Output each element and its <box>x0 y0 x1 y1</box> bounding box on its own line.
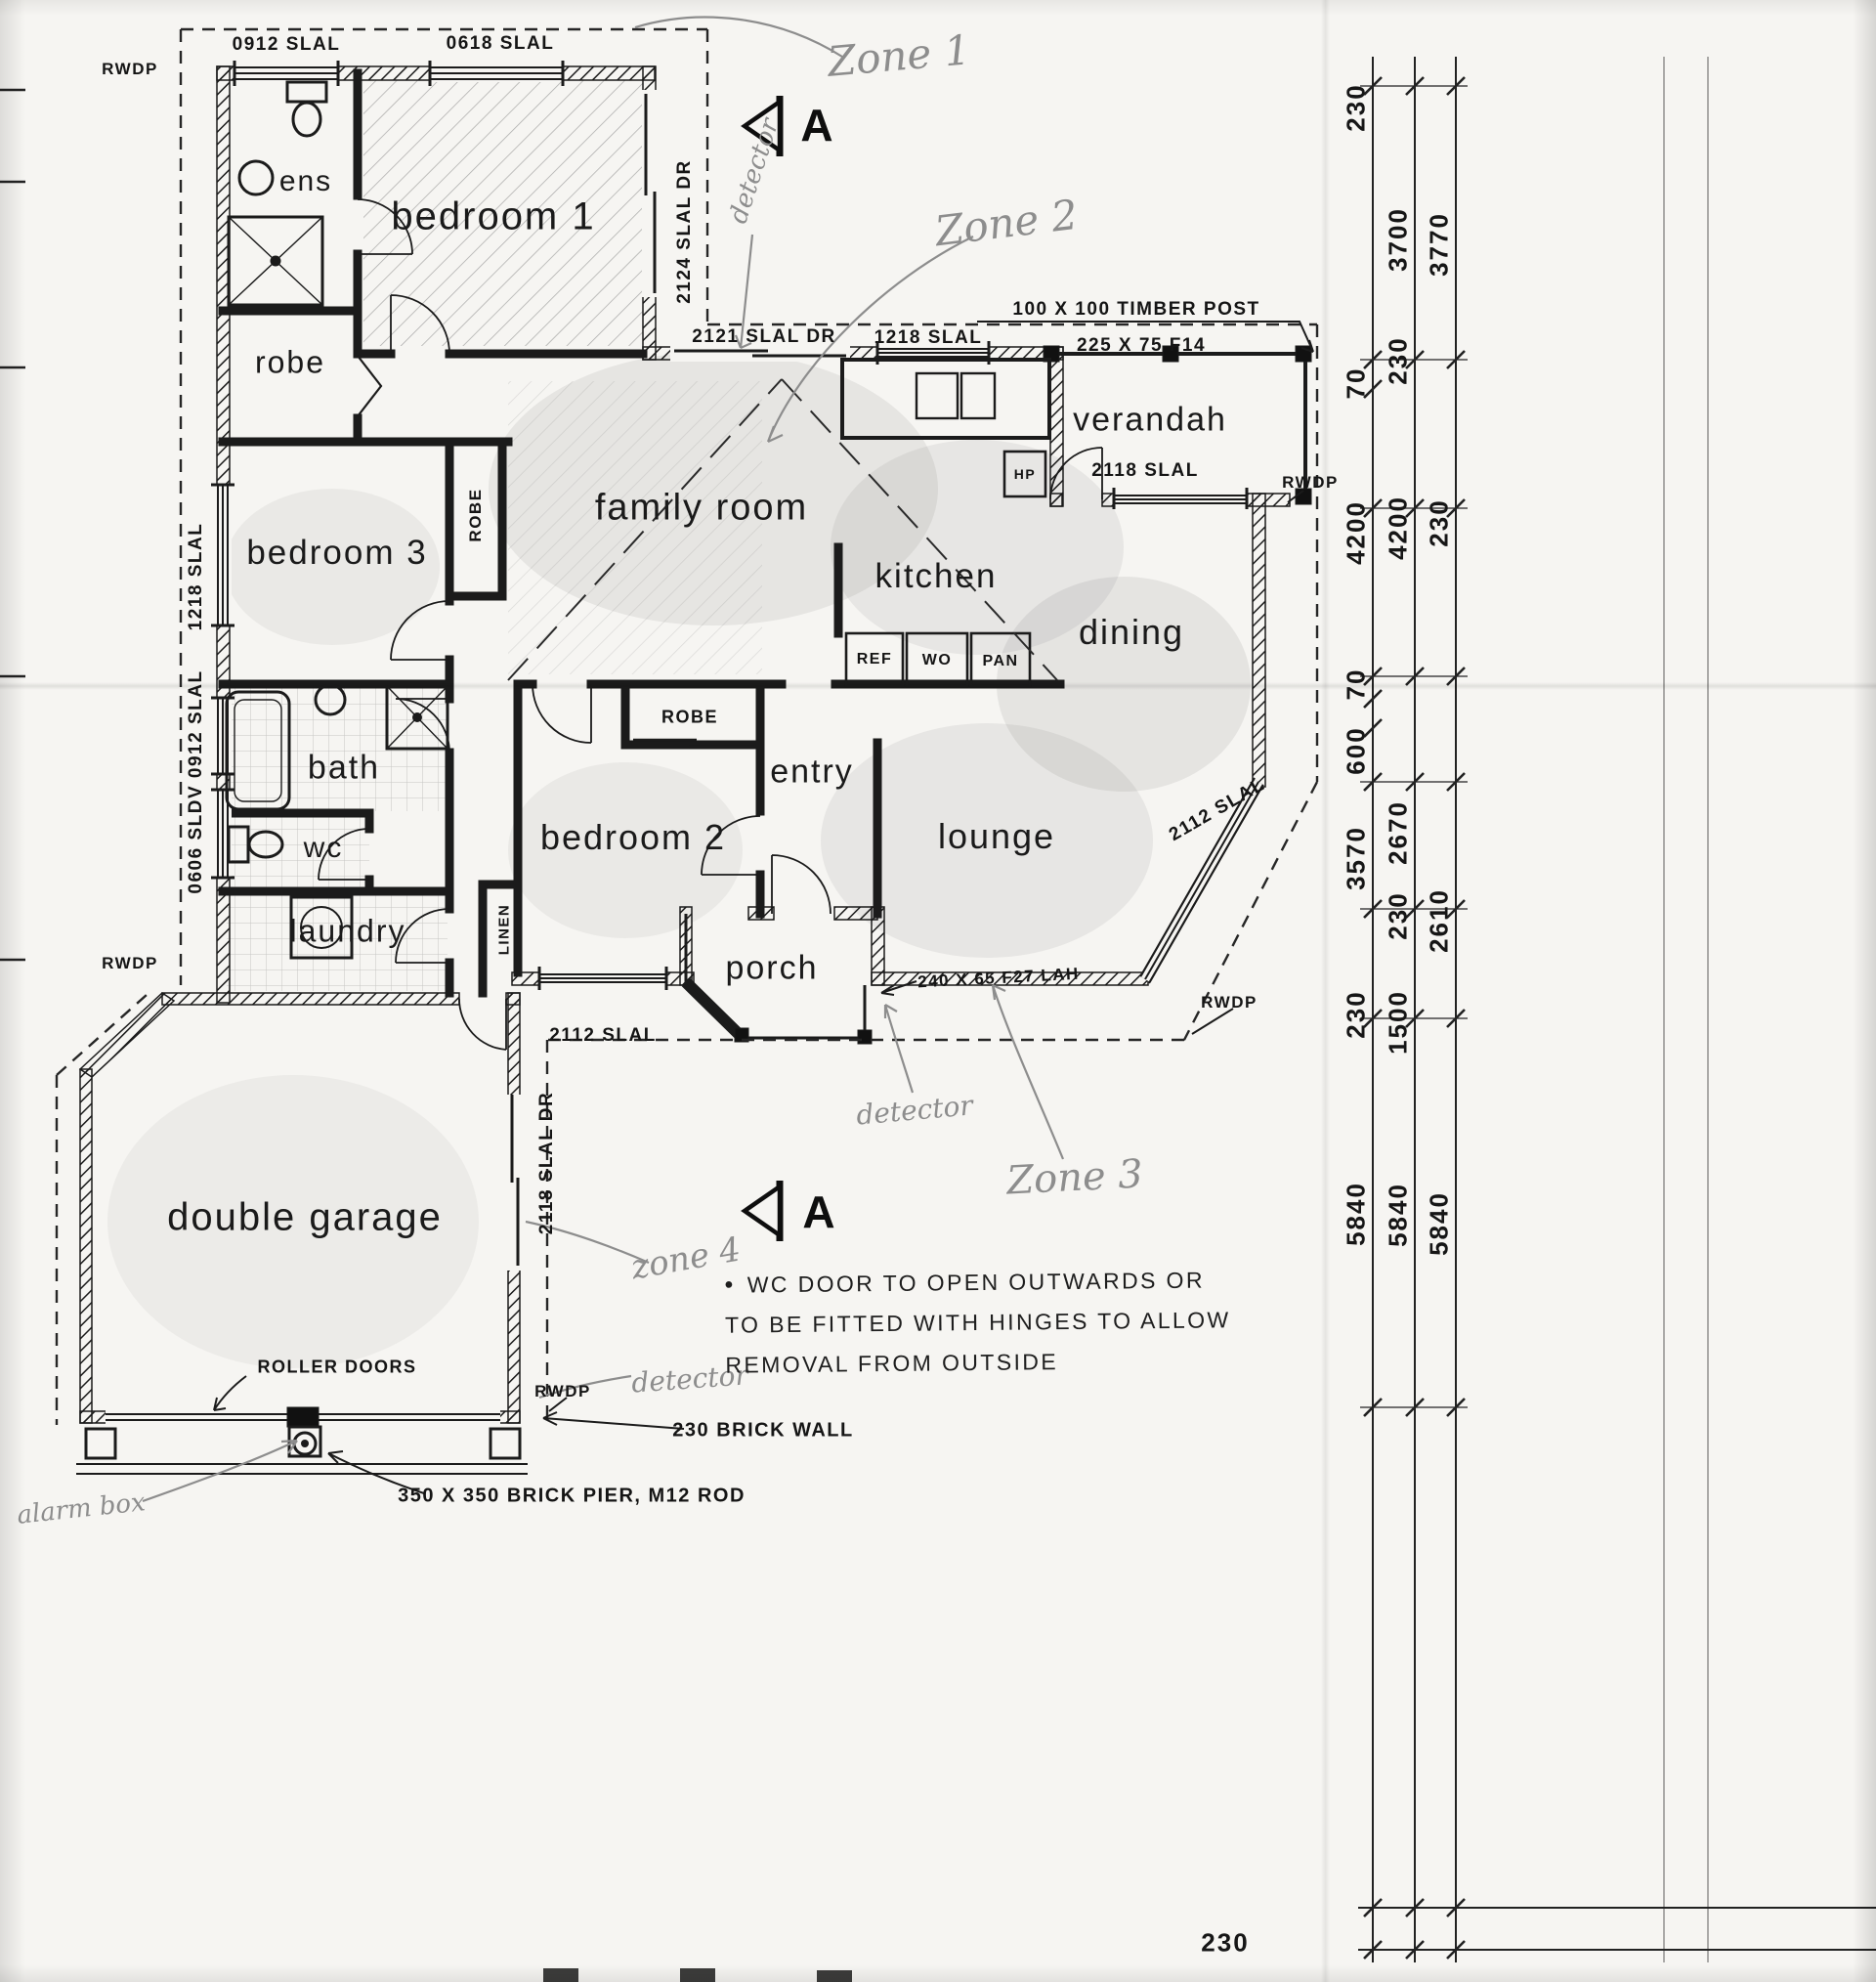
dims-label-230-7: 230 <box>1424 498 1454 547</box>
verandah-structure <box>684 345 1312 1045</box>
note-line-3: REMOVAL FROM OUTSIDE <box>725 1349 1059 1378</box>
dims-label-2610-13: 2610 <box>1424 888 1454 953</box>
schedule-label-rwdp-23: RWDP <box>102 954 158 972</box>
schedule-label-2118-slal-7: 2118 SLAL <box>1091 460 1199 481</box>
schedule-label-2118-slal-dr-12: 2118 SLAL DR <box>536 1091 557 1235</box>
ink-leaders <box>213 321 1314 1494</box>
rooms-label-verandah-6: verandah <box>1073 401 1227 439</box>
rooms-label-bath-8: bath <box>307 749 381 787</box>
dims-label-5840-16: 5840 <box>1341 1182 1371 1246</box>
rooms-label-bedroom-1-1: bedroom 1 <box>391 194 596 238</box>
dims-label-230-14: 230 <box>1341 990 1371 1039</box>
door-swings <box>318 198 1103 1051</box>
hand-label-zone-2-1: Zone 2 <box>932 190 1081 256</box>
schedule-label-2112-slal-10: 2112 SLAL <box>1166 774 1269 846</box>
hand-label-zone-1-0: Zone 1 <box>825 25 973 86</box>
interior-walls <box>218 68 1065 998</box>
schedule-label-0606-sldv-0912-slal-9: 0606 SLDV 0912 SLAL <box>186 669 206 894</box>
schedule-label-rwdp-22: RWDP <box>1201 993 1258 1012</box>
note-line-1: •WC DOOR TO OPEN OUTWARDS OR <box>724 1267 1206 1299</box>
roof-dashed-lines <box>55 27 1319 1425</box>
dims-label-3770-2: 3770 <box>1424 212 1454 277</box>
dims-label-1500-15: 1500 <box>1383 990 1413 1055</box>
rooms-label-ens-0: ens <box>278 165 333 197</box>
schedule-label-ref-16: REF <box>856 651 893 668</box>
rooms-label-porch-14: porch <box>725 949 819 987</box>
schedule-label-1218-slal-4: 1218 SLAL <box>874 327 983 348</box>
schedule-label-wo-17: WO <box>921 652 953 668</box>
note-line-2: TO BE FITTED WITH HINGES TO ALLOW <box>724 1307 1231 1338</box>
dims-label-600-9: 600 <box>1341 726 1371 775</box>
schedule-label-2121-slal-dr-3: 2121 SLAL DR <box>692 326 836 347</box>
rooms-label-laundry-10: laundry <box>289 913 406 949</box>
dims-label-4200-5: 4200 <box>1341 500 1371 565</box>
paper-fold-vertical <box>1321 0 1330 1982</box>
note-bullet: • <box>724 1271 736 1299</box>
dims-label-230-19: 230 <box>1201 1927 1250 1958</box>
schedule-label-230-brick-wall-26: 230 BRICK WALL <box>672 1419 854 1442</box>
scan-artifacts <box>543 1968 852 1982</box>
schedule-label-2124-slal-dr-2: 2124 SLAL DR <box>674 159 695 304</box>
schedule-label-rwdp-20: RWDP <box>102 60 158 78</box>
pencil-leaders <box>142 16 1065 1503</box>
schedule-label-hp-19: HP <box>1013 466 1037 482</box>
dims-label-70-8: 70 <box>1341 668 1371 701</box>
schedule-label-linen-15: LINEN <box>495 903 513 956</box>
dims-label-230-0: 230 <box>1341 83 1371 132</box>
dims-label-3700-1: 3700 <box>1383 207 1413 272</box>
hand-label-detector-5: detector <box>855 1089 974 1132</box>
schedule-label-350-x-350-brick-pier-m12-rod-27: 350 X 350 BRICK PIER, M12 ROD <box>398 1485 746 1507</box>
rooms-label-dining-7: dining <box>1078 612 1185 652</box>
schedule-label-robe-14: ROBE <box>661 707 719 727</box>
dims-label-230-3: 230 <box>1383 336 1413 385</box>
windows <box>106 61 1263 1425</box>
dims-label-70-4: 70 <box>1341 366 1371 400</box>
dims-label-2670-10: 2670 <box>1383 800 1413 865</box>
schedule-label-robe-13: ROBE <box>466 488 485 542</box>
schedule-label-225-x-75-f14-6: 225 X 75 F14 <box>1076 335 1207 356</box>
schedule-label-1218-slal-8: 1218 SLAL <box>186 522 206 631</box>
rooms-label-wc-9: wc <box>303 832 344 864</box>
schedule-label-0912-slal-0: 0912 SLAL <box>232 34 341 55</box>
fixtures <box>225 80 1051 960</box>
rooms-label-family-room-4: family room <box>594 487 809 529</box>
hand-label-detector-4: detector <box>723 114 786 228</box>
rooms-label-robe-2: robe <box>254 344 326 380</box>
rooms-label-kitchen-5: kitchen <box>874 557 998 595</box>
schedule-label-rwdp-21: RWDP <box>1282 473 1339 492</box>
schedule-label-240-x-65-f27-lah-28: 240 X 65 F27 LAH <box>917 964 1081 992</box>
rooms-label-entry-12: entry <box>770 753 854 791</box>
rooms-label-bedroom-2-11: bedroom 2 <box>539 817 727 857</box>
paper-fold-horizontal <box>0 682 1876 690</box>
wc-door-note: •WC DOOR TO OPEN OUTWARDS OR TO BE FITTE… <box>724 1260 1231 1385</box>
garage-base <box>76 1406 528 1475</box>
dims-label-5840-18: 5840 <box>1424 1191 1454 1256</box>
markers-label-a-1: A <box>802 1186 835 1237</box>
schedule-label-rwdp-24: RWDP <box>534 1382 591 1400</box>
hand-label-zone-3-2: Zone 3 <box>1005 1151 1144 1204</box>
roof-ridge-lines <box>507 378 1058 681</box>
dims-label-230-12: 230 <box>1383 891 1413 940</box>
schedule-label-2112-slal-11: 2112 SLAL <box>549 1025 657 1046</box>
schedule-label-pan-18: PAN <box>982 653 1019 669</box>
rooms-label-double-garage-15: double garage <box>167 1195 443 1239</box>
dims-label-3570-11: 3570 <box>1341 826 1371 890</box>
section-markers <box>741 96 784 1241</box>
markers-label-a-0: A <box>800 100 833 151</box>
dimension-lines <box>0 57 1876 1962</box>
schedule-label-0618-slal-1: 0618 SLAL <box>446 33 555 54</box>
floor-hatching <box>363 80 762 674</box>
schedule-label-100-x-100-timber-post-5: 100 X 100 TIMBER POST <box>1012 299 1260 320</box>
schedule-label-roller-doors-25: ROLLER DOORS <box>257 1357 417 1377</box>
hand-label-alarm-box-7: alarm box <box>15 1487 148 1530</box>
dims-label-5840-17: 5840 <box>1383 1183 1413 1247</box>
rooms-label-lounge-13: lounge <box>937 816 1056 856</box>
dims-label-4200-6: 4200 <box>1383 496 1413 560</box>
rooms-label-bedroom-3-3: bedroom 3 <box>246 534 428 572</box>
